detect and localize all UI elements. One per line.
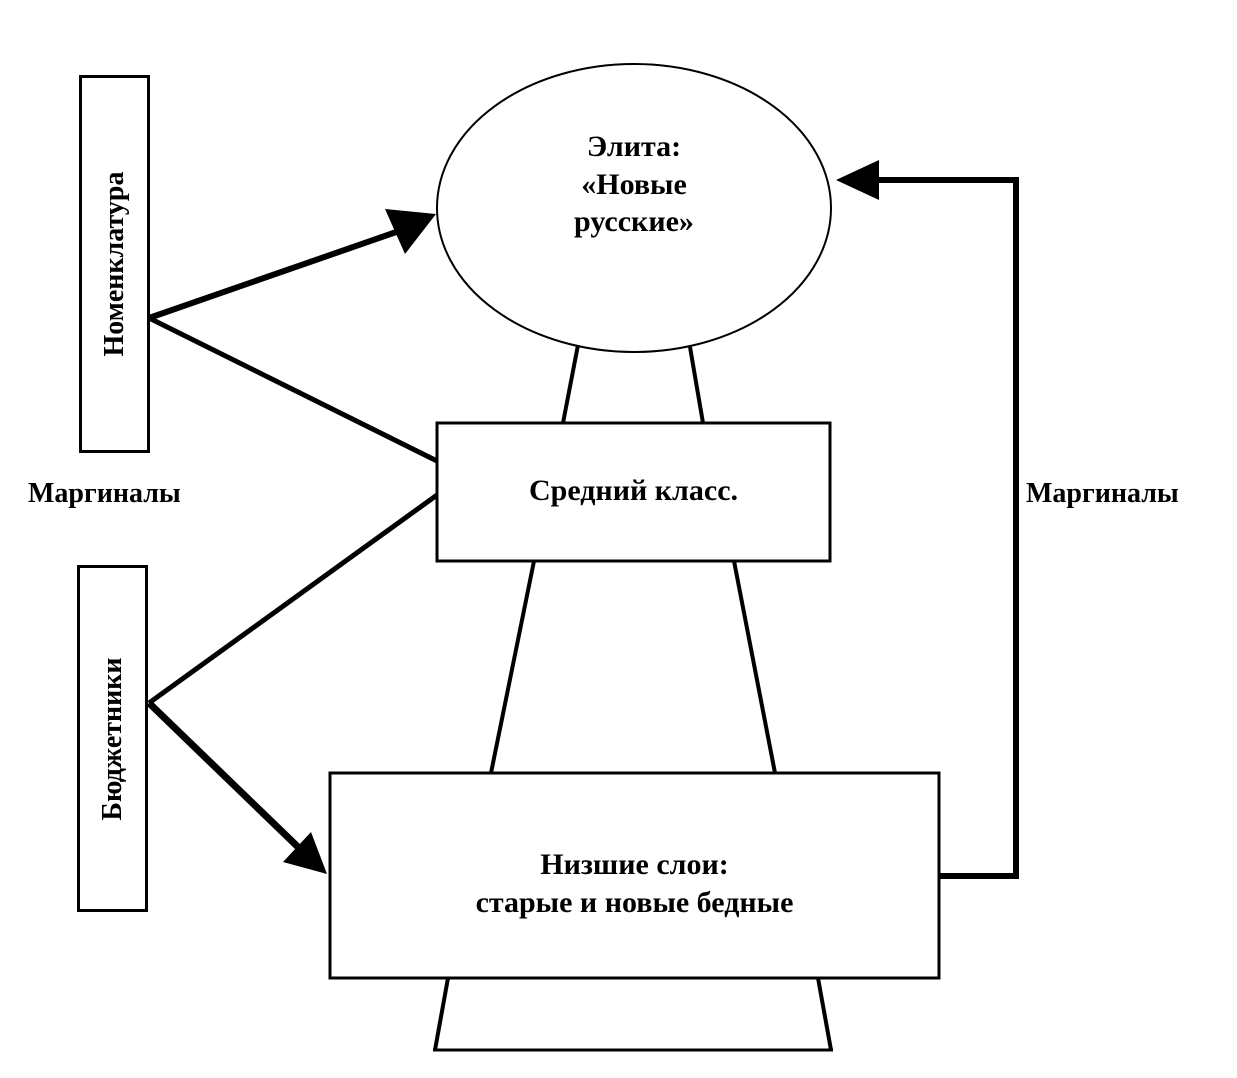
middle-lower-connector-right — [732, 560, 777, 774]
budget-workers-box: Бюджетники — [77, 565, 148, 912]
middle-class-box — [435, 421, 832, 563]
budget-lower-arrow-line — [146, 700, 301, 850]
marginals-right-label: Маргиналы — [1026, 478, 1179, 509]
elite-ellipse — [436, 63, 832, 353]
elite-middle-connector-left — [561, 344, 580, 424]
budget-middle-line — [147, 492, 439, 706]
elite-label: Элита: «Новые русские» — [534, 128, 734, 241]
marginals-left-label: Маргиналы — [28, 478, 181, 509]
base-connector-left — [433, 977, 450, 1051]
lower-elite-path — [876, 177, 1019, 879]
elite-title: Элита: — [586, 130, 682, 163]
budget-lower-arrowhead — [283, 832, 327, 874]
lower-layers-label: Низшие слои: старые и новые бедные — [333, 846, 936, 921]
nomenclature-middle-line — [147, 315, 439, 464]
elite-subtitle-line2: русские» — [574, 205, 694, 238]
middle-class-label: Средний класс. — [528, 474, 739, 507]
lower-layers-title: Низшие слои: — [540, 848, 729, 881]
elite-middle-connector-right — [688, 346, 705, 424]
base-connector-right — [816, 977, 833, 1051]
middle-lower-connector-left — [489, 560, 536, 774]
nomenclature-box: Номенклатура — [79, 75, 150, 453]
nomenclature-elite-arrow-line — [148, 227, 403, 321]
budget-workers-label: Бюджетники — [96, 656, 128, 821]
nomenclature-label: Номенклатура — [98, 171, 130, 357]
lower-layers-subtitle: старые и новые бедные — [475, 885, 794, 919]
elite-subtitle-line1: «Новые — [581, 167, 687, 201]
nomenclature-elite-arrowhead — [385, 209, 436, 254]
lower-elite-arrowhead — [836, 160, 879, 200]
